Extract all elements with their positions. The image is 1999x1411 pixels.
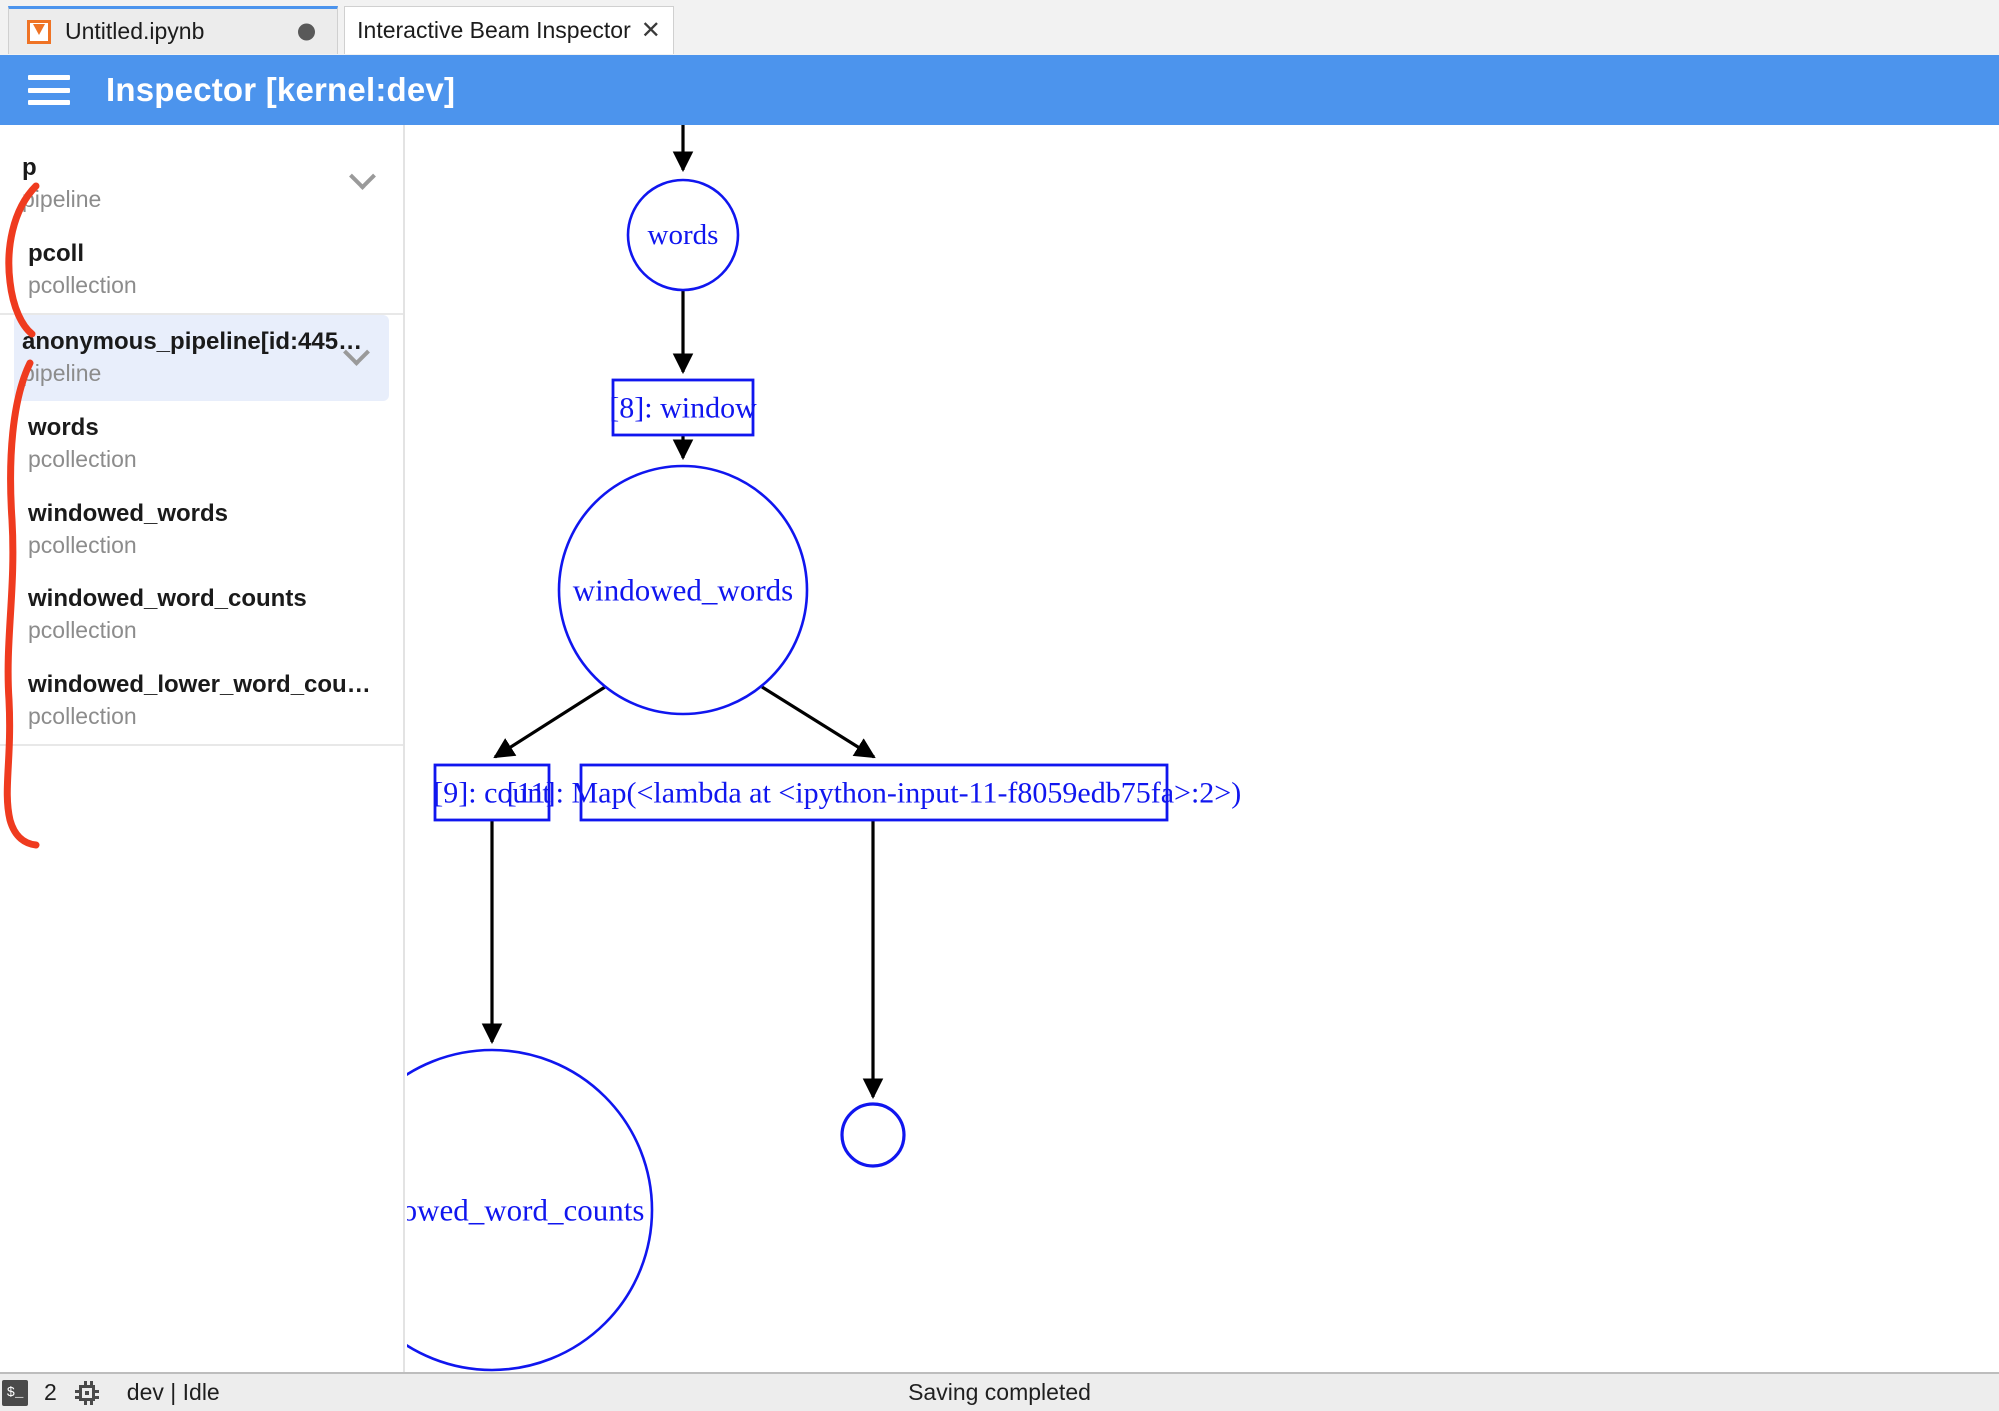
- tab-label: Untitled.ipynb: [65, 18, 205, 44]
- sidebar-item-name: p: [22, 154, 37, 181]
- graph-node-label: windowed_words: [573, 573, 793, 608]
- sidebar-item-type: pipeline: [22, 186, 102, 212]
- graph-node-label: [11]: Map(<lambda at <ipython-input-11-f…: [507, 777, 1241, 810]
- sidebar-item-windowed-word-counts[interactable]: windowed_word_counts pcollection: [0, 572, 403, 658]
- sidebar-item-name: windowed_word_counts: [28, 585, 307, 613]
- sidebar-item-windowed-lower-word-counts[interactable]: windowed_lower_word_counts pcollection: [0, 658, 403, 744]
- terminal-glyph: $_: [6, 1384, 24, 1401]
- sidebar-item-anonymous-pipeline[interactable]: anonymous_pipeline[id:44516… pipeline: [14, 314, 389, 401]
- unsaved-changes-dot[interactable]: [298, 23, 315, 40]
- graph-node-count[interactable]: [9]: count: [433, 763, 551, 822]
- chevron-down-icon[interactable]: [347, 343, 367, 363]
- graph-edges: [481, 125, 884, 1100]
- edge-windowedwords-map: [761, 685, 876, 759]
- sidebar-item-name: pcoll: [28, 239, 85, 267]
- sidebar-item-name: windowed_words: [28, 499, 229, 527]
- kernel-status[interactable]: dev | Idle: [126, 1379, 220, 1405]
- sidebar-group-pipeline-p: p pipeline pcoll pcollection: [0, 141, 403, 315]
- sidebar-item-type: pcollection: [28, 703, 137, 730]
- graph-node-words[interactable]: words: [626, 178, 740, 292]
- sidebar-item-name: words: [28, 413, 99, 441]
- graph-node-label: [9]: count: [433, 777, 551, 810]
- sidebar-top-spacer: [0, 125, 403, 141]
- sidebar-item-pcoll[interactable]: pcoll pcollection: [0, 227, 403, 313]
- sidebar-item-p[interactable]: p pipeline: [0, 141, 403, 227]
- pipeline-graph-canvas[interactable]: words [8]: window windowed_words [9]: co…: [407, 125, 1999, 1372]
- sidebar-item-type: pcollection: [28, 445, 137, 472]
- sidebar-item-type: pcollection: [28, 531, 137, 558]
- tab-label: Interactive Beam Inspector: [357, 17, 631, 43]
- inspector-header: Inspector [kernel:dev]: [0, 55, 1999, 125]
- sidebar-item-type: pipeline: [22, 359, 102, 386]
- graph-node-map[interactable]: [11]: Map(<lambda at <ipython-input-11-f…: [507, 763, 1241, 822]
- graph-node-label: windowed_word_counts: [407, 1193, 644, 1228]
- page-title: Inspector [kernel:dev]: [106, 71, 456, 108]
- notebook-icon: [27, 19, 51, 44]
- edge-windowedwords-count: [493, 685, 606, 759]
- close-icon[interactable]: ✕: [640, 16, 661, 44]
- sidebar-group-pipeline-anonymous: anonymous_pipeline[id:44516… pipeline wo…: [0, 314, 403, 747]
- save-status: Saving completed: [908, 1379, 1091, 1405]
- chip-icon[interactable]: [74, 1380, 99, 1405]
- sidebar-item-name: anonymous_pipeline[id:44516…: [22, 327, 373, 355]
- sidebar-item-type: pcollection: [28, 271, 137, 298]
- tab-untitled-ipynb[interactable]: Untitled.ipynb: [8, 6, 338, 54]
- sidebar-item-name: windowed_lower_word_counts: [28, 671, 373, 699]
- graph-nodes: words [8]: window windowed_words [9]: co…: [407, 178, 1241, 1372]
- pipeline-graph: words [8]: window windowed_words [9]: co…: [407, 125, 1241, 1372]
- inspectables-sidebar[interactable]: p pipeline pcoll pcollection anonymous_p…: [0, 125, 405, 1372]
- graph-node-label: [8]: window: [609, 392, 757, 425]
- sidebar-item-windowed-words[interactable]: windowed_words pcollection: [0, 487, 403, 573]
- terminal-icon[interactable]: $_: [2, 1379, 28, 1406]
- terminal-count: 2: [44, 1379, 57, 1405]
- graph-node-windowed-word-counts[interactable]: windowed_word_counts: [407, 1048, 654, 1372]
- graph-node-unnamed-small[interactable]: [840, 1102, 906, 1168]
- graph-node-label: words: [648, 219, 719, 251]
- tab-interactive-beam-inspector[interactable]: Interactive Beam Inspector ✕: [344, 6, 674, 54]
- graph-node-windowed-words[interactable]: windowed_words: [557, 464, 809, 716]
- graph-node-window[interactable]: [8]: window: [609, 378, 757, 437]
- chevron-down-icon[interactable]: [353, 167, 373, 187]
- tab-bar: Untitled.ipynb Interactive Beam Inspecto…: [0, 0, 1999, 55]
- sidebar-item-words[interactable]: words pcollection: [0, 401, 403, 487]
- sidebar-item-type: pcollection: [28, 617, 137, 644]
- hamburger-icon[interactable]: [28, 75, 70, 105]
- status-bar: $_ 2 dev | Idle Saving completed: [0, 1372, 1999, 1411]
